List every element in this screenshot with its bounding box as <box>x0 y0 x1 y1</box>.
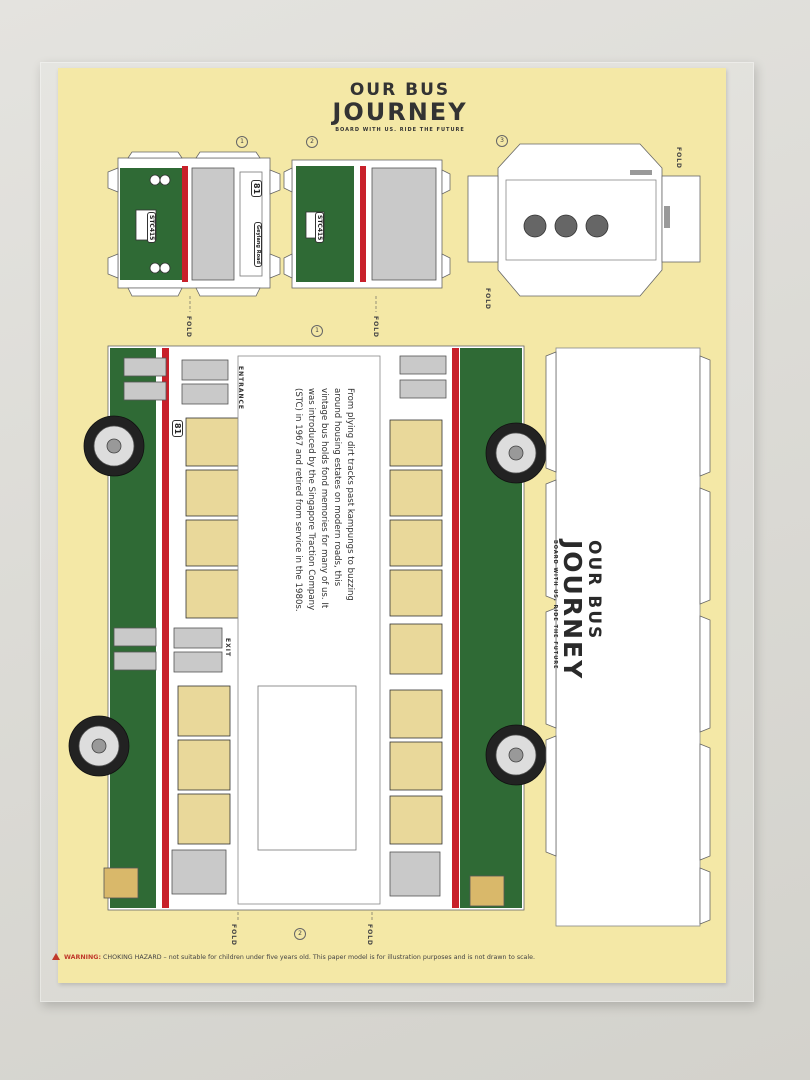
window <box>185 569 241 619</box>
step-number-2: 2 <box>306 136 318 148</box>
wheel <box>68 715 130 777</box>
front-route-number: 81 <box>251 180 262 198</box>
speaker-hole <box>523 214 547 238</box>
window <box>173 627 223 649</box>
glue-tab <box>283 253 293 279</box>
headlight <box>149 174 161 186</box>
glue-tab <box>441 169 451 195</box>
roof-panel <box>257 685 357 851</box>
window <box>185 519 241 567</box>
long-roof-piece <box>555 347 701 927</box>
grille <box>469 875 505 907</box>
window <box>389 469 443 517</box>
glue-tab <box>699 615 711 733</box>
base-side-flap <box>467 175 499 263</box>
rear-red-stripe <box>360 166 366 282</box>
speaker-hole <box>554 214 578 238</box>
front-red-stripe <box>182 166 188 282</box>
window <box>173 651 223 673</box>
step-number-1-body: 1 <box>311 325 323 337</box>
window <box>177 685 231 737</box>
warning-text: CHOKING HAZARD – not suitable for childr… <box>103 954 536 961</box>
route-number: 81 <box>172 420 183 438</box>
glue-tab <box>441 253 451 279</box>
glue-tab <box>195 287 261 297</box>
window <box>113 651 157 671</box>
glue-tab <box>699 487 711 605</box>
window <box>113 627 157 647</box>
glue-tab <box>107 167 119 193</box>
window <box>185 417 241 467</box>
window <box>181 383 229 405</box>
grille <box>103 867 139 899</box>
left-white-line <box>156 348 162 908</box>
entrance-label: ENTRANCE <box>237 366 244 410</box>
step-number-3: 3 <box>496 135 508 147</box>
right-red-stripe <box>452 348 459 908</box>
vent-grille <box>664 206 670 228</box>
vent-grille <box>630 170 652 175</box>
wheel <box>485 724 547 786</box>
window <box>185 469 241 517</box>
window <box>399 379 447 399</box>
glue-tab <box>545 735 557 857</box>
headlight <box>149 262 161 274</box>
glue-tab <box>699 743 711 861</box>
exit-label: EXIT <box>224 638 231 658</box>
window <box>389 519 443 567</box>
rear-plate: STC415 <box>315 212 324 244</box>
logo-line1: OUR BUS <box>584 540 604 641</box>
window <box>389 569 443 617</box>
glue-tab <box>269 169 281 195</box>
glue-tab <box>545 479 557 601</box>
wheel <box>83 415 145 477</box>
glue-tab <box>699 867 711 925</box>
destination-sign: Geylang Road <box>254 222 262 267</box>
window <box>389 689 443 739</box>
window <box>399 355 447 375</box>
glue-tab <box>195 151 261 159</box>
window <box>389 795 443 845</box>
step-number-1: 1 <box>236 136 248 148</box>
glue-tab <box>545 607 557 729</box>
window <box>389 851 441 897</box>
step-number-2-body: 2 <box>294 928 306 940</box>
headlight <box>159 262 171 274</box>
logo-line1: OUR BUS <box>349 80 451 100</box>
glue-tab <box>283 167 293 193</box>
logo-tagline: BOARD WITH US. RIDE THE FUTURE <box>335 127 465 133</box>
glue-tab <box>127 151 183 159</box>
window <box>389 623 443 675</box>
warning-label: WARNING: <box>64 954 101 961</box>
window <box>389 741 443 791</box>
bus-story-text: From plying dirt tracks past kampungs to… <box>293 388 355 612</box>
logo-line2: JOURNEY <box>558 540 587 681</box>
speaker-hole <box>585 214 609 238</box>
choking-hazard-warning: WARNING: CHOKING HAZARD – not suitable f… <box>52 953 535 961</box>
left-red-stripe <box>162 348 169 908</box>
headlight <box>159 174 171 186</box>
front-windscreen <box>191 167 235 281</box>
glue-tab <box>699 355 711 477</box>
warning-icon <box>52 953 60 960</box>
rear-window <box>371 167 437 281</box>
window <box>123 381 167 401</box>
side-logo: OUR BUS JOURNEY BOARD WITH US. RIDE THE … <box>552 540 604 700</box>
top-logo: OUR BUS JOURNEY BOARD WITH US. RIDE THE … <box>320 80 480 133</box>
wheel <box>485 422 547 484</box>
rear-green-area <box>296 166 354 282</box>
window <box>389 419 443 467</box>
glue-tab <box>127 287 183 297</box>
window <box>177 793 231 845</box>
window <box>177 739 231 791</box>
glue-tab <box>269 253 281 279</box>
logo-line2: JOURNEY <box>332 98 468 126</box>
front-plate: STC415 <box>147 212 156 244</box>
window <box>181 359 229 381</box>
window <box>171 849 227 895</box>
window <box>123 357 167 377</box>
glue-tab <box>545 351 557 473</box>
glue-tab <box>107 253 119 279</box>
